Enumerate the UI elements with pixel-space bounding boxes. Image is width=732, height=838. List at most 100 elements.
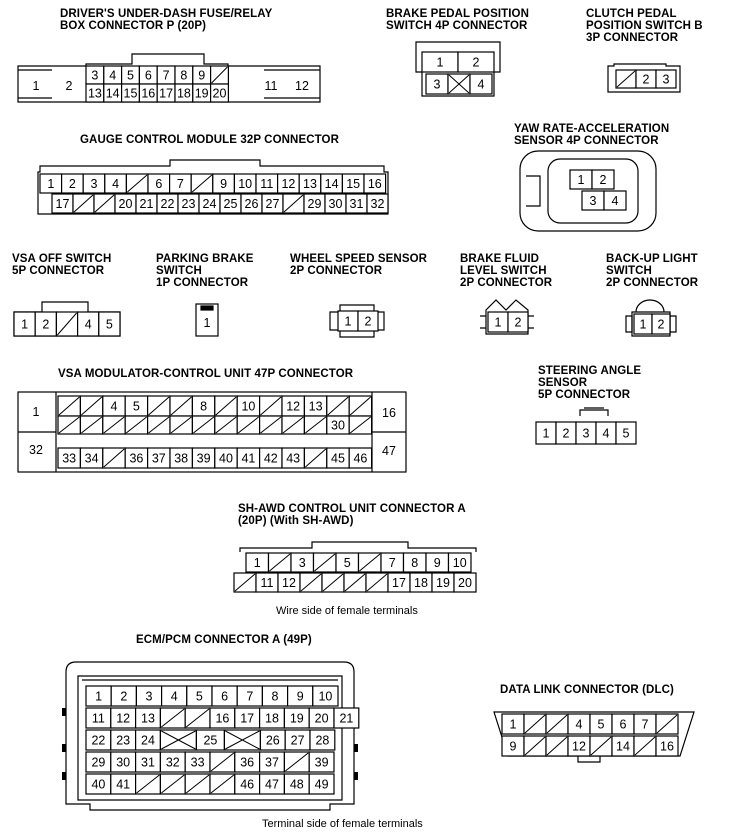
vsa-mod-terminal-number: 41 — [241, 452, 255, 466]
dlc-unused-slash — [546, 736, 568, 756]
fuse-box-terminal-number: 13 — [88, 87, 102, 101]
gauge-terminal-number: 20 — [119, 197, 133, 211]
ecm-terminal-number: 4 — [171, 690, 178, 704]
yaw-terminal — [591, 169, 615, 190]
vsa-mod-terminal-number: 30 — [331, 419, 345, 433]
vsa-mod-terminal-number: 42 — [264, 452, 278, 466]
dlc-unused-slash — [656, 714, 678, 734]
sh-awd-unused-slash — [300, 573, 322, 592]
gauge-terminal-number: 26 — [245, 197, 259, 211]
sh-awd-terminal-number: 7 — [389, 556, 396, 570]
sh-awd-unused-slash — [322, 573, 344, 592]
vsa-mod-terminal — [348, 447, 373, 469]
steering-terminal-number: 3 — [583, 427, 590, 441]
vsa-mod-unused-slash — [81, 416, 103, 434]
vsa-mod-unused-slash — [148, 396, 170, 416]
yaw-terminal-number: 1 — [578, 173, 585, 187]
gauge-unused-slash — [94, 194, 115, 213]
vsa-mod-terminal-number: 13 — [309, 400, 323, 414]
gauge-terminal-number: 9 — [220, 177, 227, 191]
ecm-terminal-number: 41 — [116, 778, 130, 792]
ecm-terminal-number: 1 — [95, 690, 102, 704]
ecm-terminal — [308, 751, 335, 773]
ecm-terminal-number: 40 — [91, 778, 105, 792]
gauge-terminal-number: 11 — [260, 177, 273, 191]
ecm-terminal-number: 28 — [315, 734, 329, 748]
ecm-unused-slash — [161, 708, 185, 728]
vsa-modulator-connector-title: VSA MODULATOR-CONTROL UNIT 47P CONNECTOR — [58, 368, 354, 380]
vsa-mod-terminal-number: 45 — [331, 452, 345, 466]
ecm-terminal-number: 21 — [339, 712, 353, 726]
vsa-mod-terminal-number: 34 — [85, 452, 99, 466]
vsa-mod-unused-slash — [349, 416, 371, 434]
ecm-terminal-number: 47 — [265, 778, 279, 792]
fuse-box-terminal-number: 3 — [91, 69, 98, 83]
vsa-mod-terminal-number: 10 — [241, 400, 255, 414]
parking-terminal-number: 1 — [204, 316, 211, 330]
fuse-box-unused-slash — [211, 66, 228, 84]
dlc-terminal-number: 7 — [642, 718, 649, 732]
ecm-terminal-number: 48 — [290, 778, 304, 792]
yaw-terminal-number: 3 — [590, 194, 597, 208]
sh-awd-unused-slash — [344, 573, 366, 592]
vsa-mod-terminal-number: 39 — [197, 452, 211, 466]
vsa-mod-unused-slash — [215, 416, 237, 434]
dlc-unused-slash — [524, 736, 546, 756]
gauge-terminal-number: 30 — [329, 197, 343, 211]
vsa-off-terminal-number: 5 — [106, 318, 113, 332]
vsa-mod-unused-slash — [349, 396, 371, 416]
ecm-terminal — [333, 707, 360, 729]
steering-terminal-number: 2 — [563, 427, 570, 441]
gauge-terminal-number: 3 — [91, 177, 98, 191]
gauge-unused-slash — [73, 194, 94, 213]
gauge-terminal-number: 21 — [140, 197, 154, 211]
clutch-pedal-unused-slash — [616, 70, 636, 88]
gauge-terminal-number: 16 — [368, 177, 382, 191]
dlc-title: DATA LINK CONNECTOR (DLC) — [500, 684, 674, 696]
ecm-terminal-number: 20 — [315, 712, 329, 726]
ecm-terminal-number: 19 — [290, 712, 304, 726]
backup-light-switch-title: BACK-UP LIGHT SWITCH 2P CONNECTOR — [606, 253, 699, 289]
brake-pedal-switch-connector — [415, 41, 501, 97]
ecm-unused-slash — [185, 774, 210, 794]
brake-pedal-terminal — [469, 73, 493, 95]
vsa-mod-terminal-number: 46 — [353, 452, 367, 466]
gauge-terminal — [366, 193, 389, 214]
sh-awd-unused-slash — [366, 573, 388, 592]
ecm-terminal-number: 5 — [196, 690, 203, 704]
vsa-mod-terminal-number: 37 — [152, 452, 166, 466]
brake-fluid-terminal-number: 2 — [515, 316, 522, 330]
vsa-off-terminal — [98, 311, 121, 337]
dlc-unused-slash — [590, 736, 612, 756]
wheel-speed-sensor-title: WHEEL SPEED SENSOR 2P CONNECTOR — [290, 253, 428, 277]
brake-fluid-terminal-number: 1 — [495, 316, 502, 330]
yaw-terminal — [603, 190, 627, 211]
sh-awd-unused-slash — [234, 573, 256, 592]
fuse-box-terminal-number: 5 — [127, 69, 134, 83]
wheel-speed-terminal-number: 2 — [365, 315, 372, 329]
vsa-mod-terminal-number: 33 — [62, 452, 76, 466]
vsa-mod-terminal-number: 16 — [382, 406, 396, 420]
gauge-terminal-number: 29 — [308, 197, 322, 211]
gauge-terminal-number: 22 — [161, 197, 175, 211]
ecm-terminal-number: 37 — [265, 756, 279, 770]
gauge-terminal-number: 17 — [56, 197, 70, 211]
ecm-terminal-number: 9 — [297, 690, 304, 704]
brake-pedal-terminal — [457, 51, 495, 73]
gauge-terminal-number: 10 — [238, 177, 252, 191]
vsa-mod-unused-slash — [170, 416, 192, 434]
fuse-box-connector-title: DRIVER'S UNDER-DASH FUSE/RELAY BOX CONNE… — [60, 8, 273, 32]
sh-awd-terminal-number: 3 — [299, 556, 306, 570]
yaw-rate-sensor-title: YAW RATE-ACCELERATION SENSOR 4P CONNECTO… — [514, 123, 670, 147]
yaw-terminal-number: 4 — [612, 194, 619, 208]
vsa-mod-unused-slash — [58, 416, 80, 434]
vsa-mod-terminal-number: 1 — [33, 405, 40, 419]
vsa-mod-unused-slash — [81, 396, 103, 416]
vsa-mod-unused-slash — [170, 396, 192, 416]
vsa-mod-terminal-number: 36 — [129, 452, 143, 466]
steering-terminal-number: 4 — [603, 427, 610, 441]
brake-pedal-terminal-number: 4 — [478, 78, 485, 92]
fuse-box-terminal-number: 19 — [195, 87, 209, 101]
gauge-terminal-number: 24 — [203, 197, 217, 211]
sh-awd-unused-slash — [269, 553, 291, 572]
